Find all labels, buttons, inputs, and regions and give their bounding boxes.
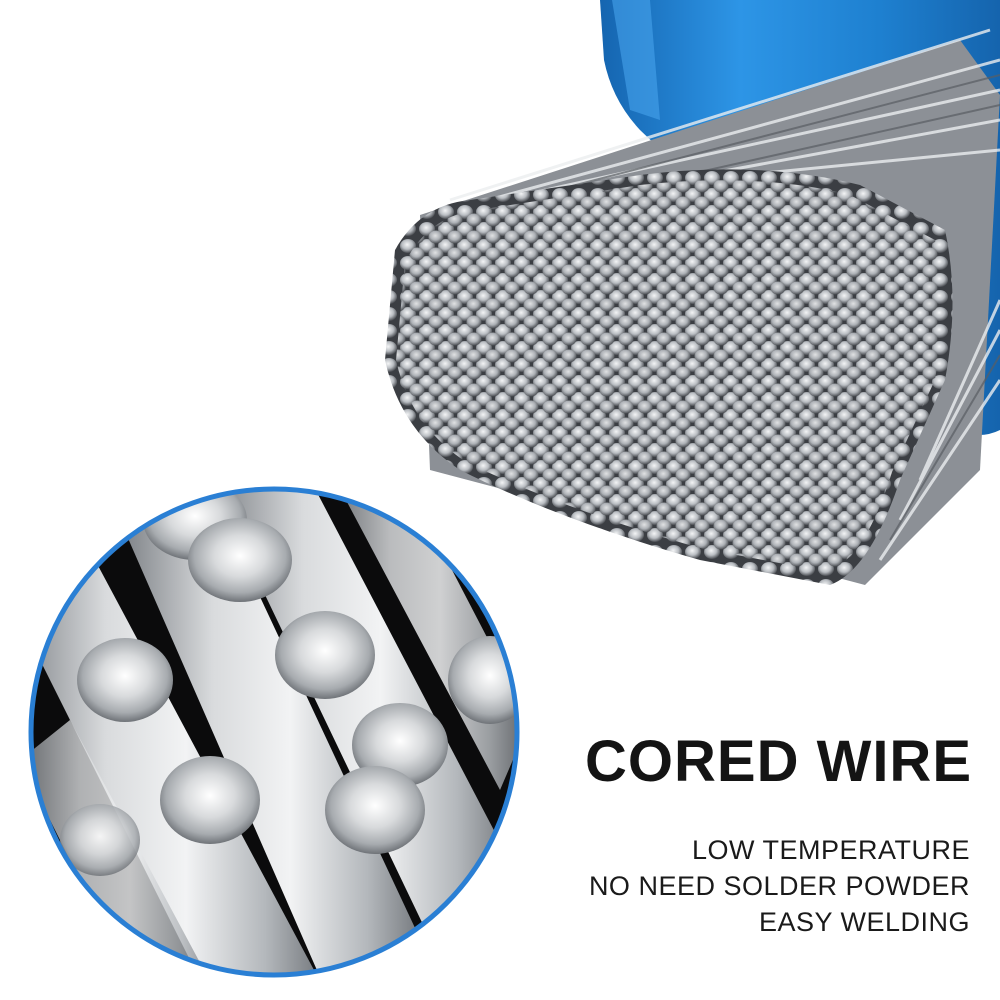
headline: CORED WIRE <box>585 729 972 794</box>
macro-zoom-circle <box>28 486 520 978</box>
feature-item: NO NEED SOLDER POWDER <box>588 871 970 901</box>
wire-rod-ends <box>385 169 953 585</box>
feature-item: LOW TEMPERATURE <box>691 835 970 865</box>
feature-item: EASY WELDING <box>758 907 970 937</box>
feature-list: LOW TEMPERATURE NO NEED SOLDER POWDER EA… <box>589 832 970 940</box>
